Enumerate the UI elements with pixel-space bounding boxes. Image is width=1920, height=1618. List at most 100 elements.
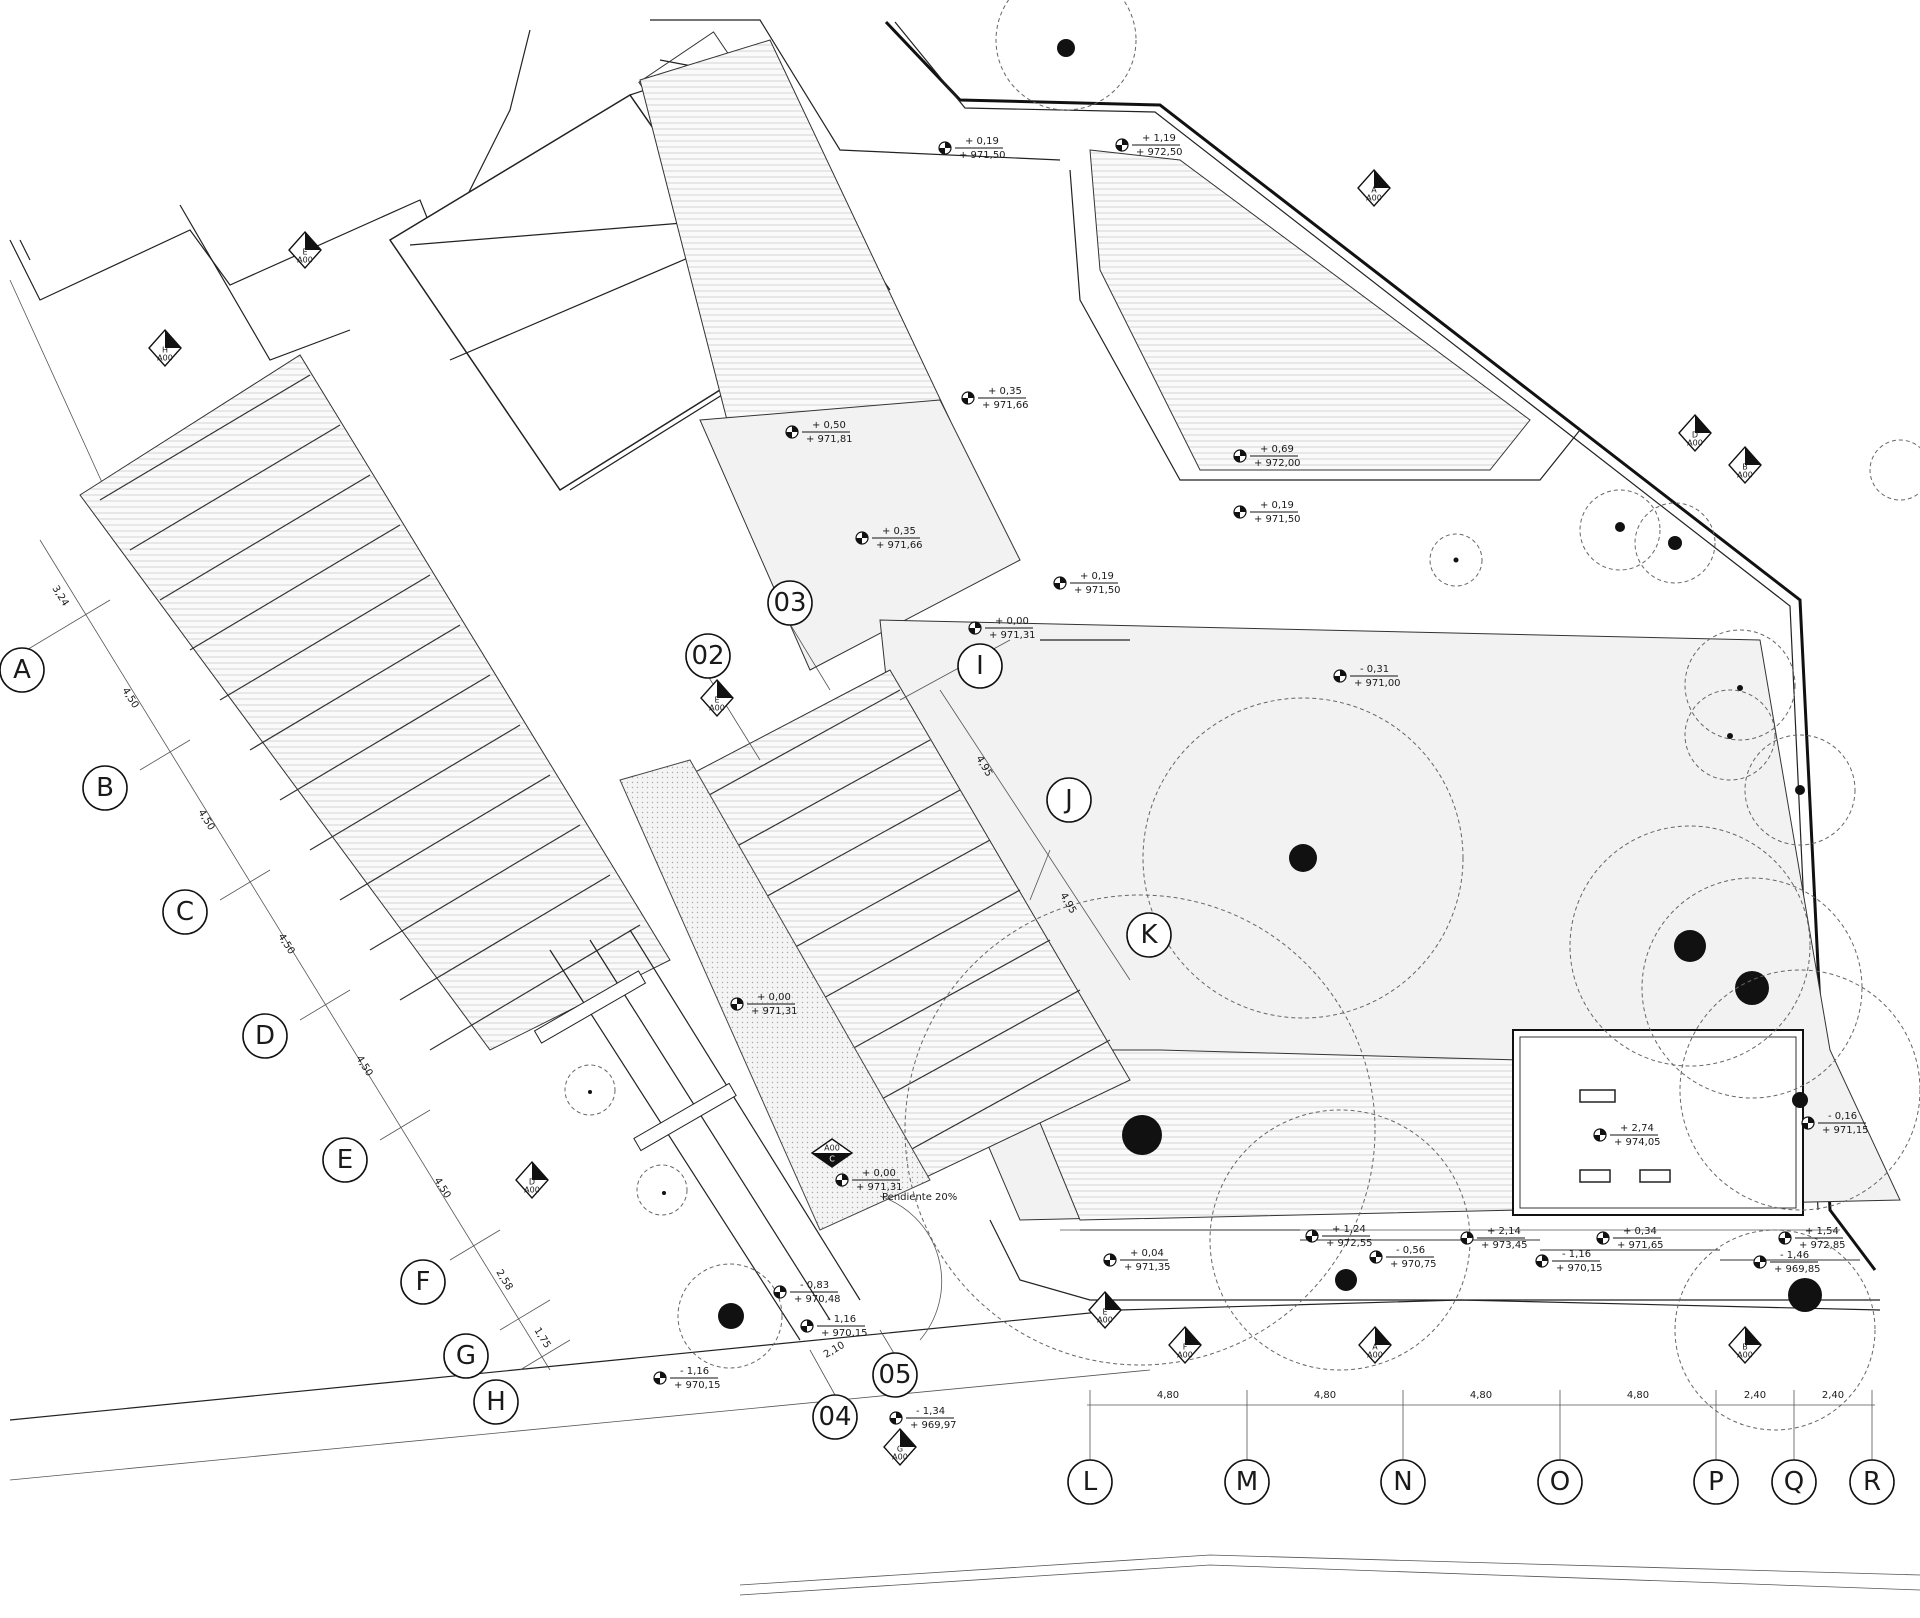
svg-text:+ 971,31: + 971,31 [989, 630, 1036, 641]
svg-text:05: 05 [878, 1360, 911, 1390]
dim-diag-3: 4,50 [195, 808, 216, 833]
level-marker: + 0,00+ 971,31 [835, 1168, 903, 1193]
svg-text:- 1,16: - 1,16 [827, 1314, 856, 1325]
svg-text:+ 971,66: + 971,66 [982, 400, 1029, 411]
svg-text:I: I [976, 651, 984, 681]
svg-text:K: K [1140, 920, 1158, 950]
svg-text:+ 972,55: + 972,55 [1326, 1238, 1373, 1249]
level-marker: + 0,34 + 971,65 [1596, 1226, 1664, 1251]
svg-text:+ 0,35: + 0,35 [988, 386, 1022, 397]
svg-text:A: A [1372, 1343, 1378, 1352]
level-marker: + 0,04+ 971,35 [1103, 1248, 1171, 1273]
svg-text:+ 969,97: + 969,97 [910, 1420, 957, 1431]
svg-text:+ 971,65: + 971,65 [1617, 1240, 1664, 1251]
svg-text:J: J [1063, 785, 1073, 815]
svg-text:+ 971,66: + 971,66 [876, 540, 923, 551]
bottom-grid: 4,80 4,80 4,80 4,80 2,40 2,40 [1087, 1390, 1875, 1460]
level-markers: + 0,19+ 971,50 + 1,19+ 972,50 + 0,50+ 97… [653, 133, 1869, 1431]
ramp-arc [879, 1195, 943, 1341]
grid-bubble-j: J [1046, 777, 1092, 823]
grid-bubble-i: I [957, 643, 1003, 689]
level-marker: + 2,74+ 974,05 [1593, 1123, 1661, 1148]
grid-bubble-a: A [0, 647, 45, 693]
svg-text:- 1,16: - 1,16 [1562, 1249, 1591, 1260]
svg-text:D: D [255, 1021, 275, 1051]
dim-bottom-4: 4,80 [1627, 1390, 1649, 1401]
svg-text:B: B [96, 773, 114, 803]
grid-bubble-f: F [400, 1259, 446, 1305]
level-marker: - 1,16 + 970,15 [800, 1314, 868, 1339]
svg-text:+ 0,00: + 0,00 [995, 616, 1029, 627]
svg-text:A00: A00 [1177, 1351, 1193, 1360]
svg-text:+ 971,00: + 971,00 [1354, 678, 1401, 689]
svg-text:+ 974,05: + 974,05 [1614, 1137, 1661, 1148]
svg-text:R: R [1863, 1467, 1881, 1497]
svg-text:+ 971,15: + 971,15 [1822, 1125, 1869, 1136]
level-marker: + 0,35 + 971,66 [961, 386, 1029, 411]
svg-text:+ 0,34: + 0,34 [1623, 1226, 1657, 1237]
dim-diag-9: 2,10 [822, 1340, 847, 1361]
svg-text:E: E [302, 248, 307, 257]
svg-text:- 0,31: - 0,31 [1360, 664, 1389, 675]
svg-text:+ 970,75: + 970,75 [1390, 1259, 1437, 1270]
svg-text:- 1,34: - 1,34 [916, 1406, 945, 1417]
svg-text:B: B [1742, 463, 1748, 472]
level-marker: - 0,56 + 970,75 [1369, 1245, 1437, 1270]
svg-text:D: D [1692, 431, 1698, 440]
svg-text:B: B [1742, 1343, 1748, 1352]
level-marker: - 1,34 + 969,97 [889, 1406, 957, 1431]
svg-text:+ 0,19: + 0,19 [1260, 500, 1294, 511]
svg-text:+ 0,00: + 0,00 [757, 992, 791, 1003]
svg-text:- 1,46: - 1,46 [1780, 1250, 1809, 1261]
level-marker: - 1,16 + 970,15 [653, 1366, 721, 1391]
level-marker: - 1,16 + 970,15 [1535, 1249, 1603, 1274]
level-marker: + 0,35+ 971,66 [855, 526, 923, 551]
svg-text:+ 971,31: + 971,31 [751, 1006, 798, 1017]
svg-text:+ 970,15: + 970,15 [821, 1328, 868, 1339]
svg-text:H: H [162, 346, 168, 355]
svg-text:A: A [13, 655, 31, 685]
svg-text:- 0,56: - 0,56 [1396, 1245, 1425, 1256]
svg-text:+ 970,15: + 970,15 [1556, 1263, 1603, 1274]
level-marker: - 1,46+ 969,85 [1753, 1250, 1821, 1275]
svg-text:G: G [897, 1445, 903, 1454]
grid-bubble-c: C [162, 889, 208, 935]
dim-bottom-1: 4,80 [1157, 1390, 1179, 1401]
svg-text:G: G [456, 1341, 476, 1371]
grid-bubble-k: K [1126, 912, 1172, 958]
level-marker: + 0,00 + 971,31 [968, 616, 1036, 641]
grid-bubble-g: G [443, 1333, 489, 1379]
svg-text:A00: A00 [824, 1144, 840, 1153]
svg-text:A00: A00 [1097, 1316, 1113, 1325]
svg-text:P: P [1708, 1467, 1724, 1497]
svg-text:+ 973,45: + 973,45 [1481, 1240, 1528, 1251]
svg-text:Q: Q [1784, 1467, 1804, 1497]
grid-bubble-p: P [1693, 1459, 1739, 1505]
svg-text:- 1,16: - 1,16 [680, 1366, 709, 1377]
svg-text:C: C [829, 1155, 835, 1164]
grid-bubble-m: M [1224, 1459, 1270, 1505]
svg-text:+ 970,15: + 970,15 [674, 1380, 721, 1391]
svg-text:H: H [486, 1387, 506, 1417]
svg-text:+ 1,24: + 1,24 [1332, 1224, 1366, 1235]
level-marker: + 0,50+ 971,81 [785, 420, 853, 445]
svg-text:+ 0,50: + 0,50 [812, 420, 846, 431]
site-linework [9, 19, 1920, 1596]
grid-bubble-b: B [82, 765, 128, 811]
svg-text:+ 971,50: + 971,50 [959, 150, 1006, 161]
detail-bubble-05: 05 [872, 1329, 918, 1398]
dim-bottom-3: 4,80 [1470, 1390, 1492, 1401]
level-marker: + 1,19+ 972,50 [1115, 133, 1183, 158]
dim-diag-8: 1,75 [531, 1326, 552, 1351]
svg-text:03: 03 [773, 588, 806, 618]
trees [564, 0, 1920, 1431]
svg-text:+ 972,85: + 972,85 [1799, 1240, 1846, 1251]
svg-text:O: O [1550, 1467, 1570, 1497]
